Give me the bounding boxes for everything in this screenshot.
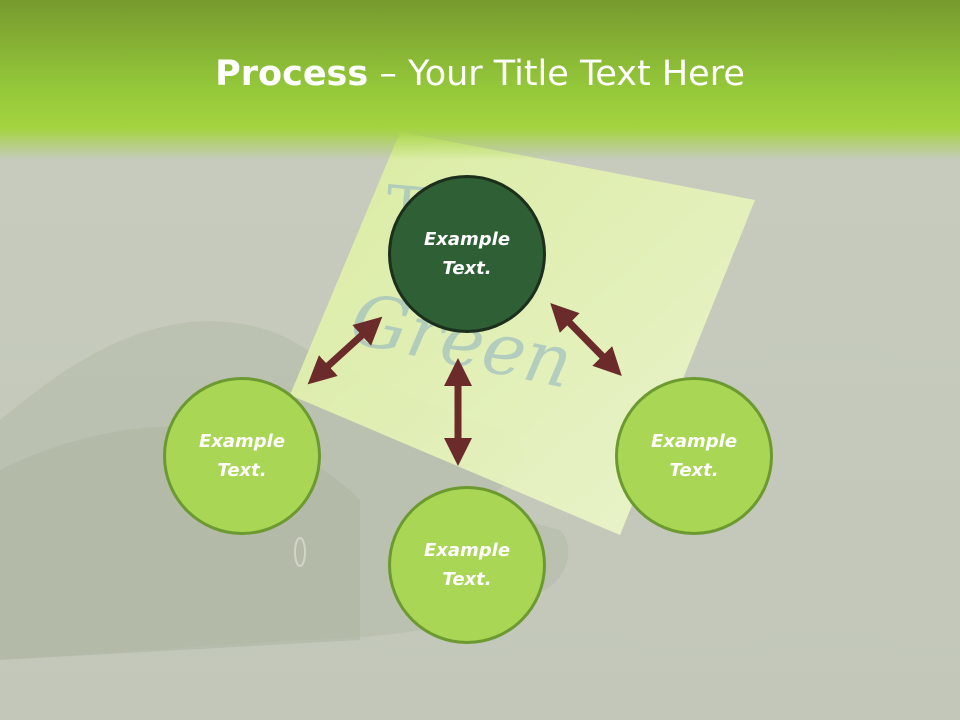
title-rest: – Your Title Text Here xyxy=(368,54,745,94)
node-right-line1: Example xyxy=(650,431,738,452)
title-bold: Process xyxy=(215,54,369,94)
node-bottom-line1: Example xyxy=(423,540,511,561)
ring xyxy=(294,537,306,567)
node-top-line2: Text. xyxy=(442,258,492,279)
node-right-line2: Text. xyxy=(669,460,719,481)
node-left-line2: Text. xyxy=(217,460,267,481)
node-left-line1: Example xyxy=(198,431,286,452)
node-bottom-line2: Text. xyxy=(442,569,492,590)
title-banner xyxy=(0,0,960,160)
slide-title: Process – Your Title Text Here xyxy=(0,50,960,98)
node-top-line1: Example xyxy=(423,229,511,250)
arrow-top-left xyxy=(307,316,383,385)
arrow-top-right xyxy=(550,303,622,376)
